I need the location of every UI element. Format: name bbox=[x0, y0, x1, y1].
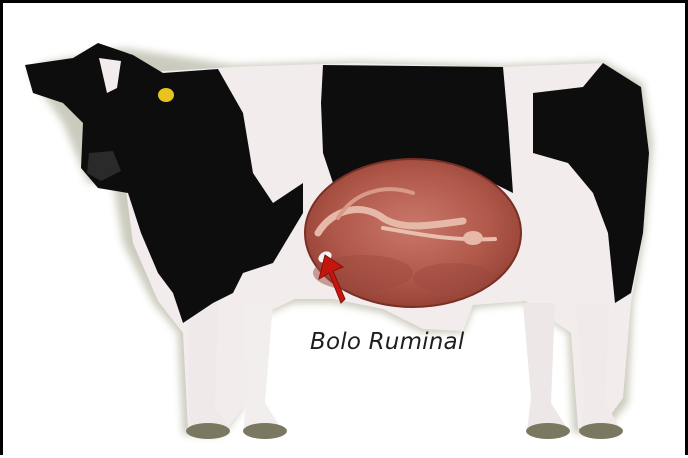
cow-ear-tag bbox=[158, 88, 174, 102]
bolus-label: Bolo Ruminal bbox=[310, 329, 464, 355]
cow-illustration bbox=[3, 3, 688, 458]
